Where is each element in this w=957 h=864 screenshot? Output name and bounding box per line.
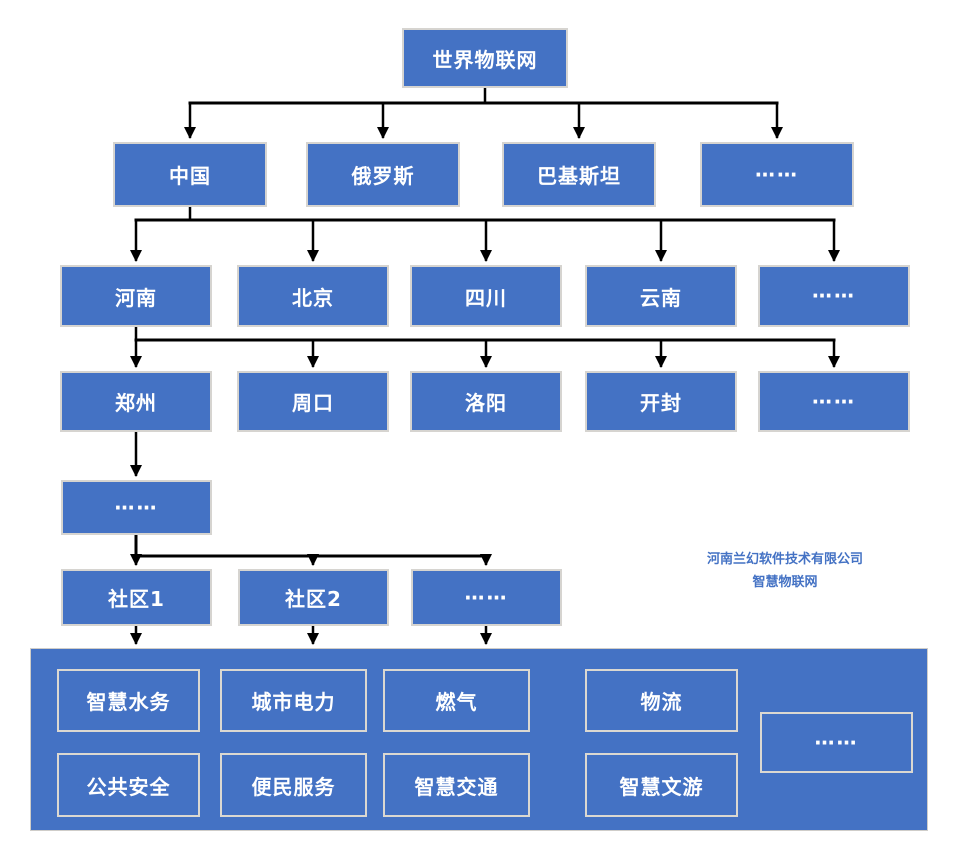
- node-province-sichuan: 四川: [410, 265, 562, 327]
- connector-china-to-provinces: [130, 206, 840, 262]
- service-public-safety-label: 公共安全: [86, 774, 171, 799]
- node-province-yunnan: 云南: [585, 265, 737, 327]
- node-country-pakistan: 巴基斯坦: [502, 142, 656, 207]
- node-country-pakistan-label: 巴基斯坦: [537, 164, 621, 188]
- connector-districts-to-communities: [130, 535, 492, 566]
- service-smart-traffic-label: 智慧交通: [414, 774, 499, 799]
- node-city-more: ……: [758, 371, 910, 432]
- service-smart-water: 智慧水务: [57, 669, 200, 732]
- service-city-power-label: 城市电力: [251, 690, 336, 714]
- service-logistics-label: 物流: [640, 690, 683, 714]
- node-province-beijing-label: 北京: [292, 285, 334, 310]
- node-city-zhengzhou-label: 郑州: [115, 391, 157, 415]
- node-city-luoyang-label: 洛阳: [465, 391, 507, 415]
- service-gas: 燃气: [383, 669, 530, 732]
- node-community-1: 社区1: [61, 569, 212, 626]
- node-world-iot: 世界物联网: [402, 28, 568, 88]
- service-more: ……: [760, 712, 913, 773]
- node-province-yunnan-label: 云南: [640, 285, 682, 310]
- node-city-more-label: ……: [812, 384, 856, 409]
- service-more-label: ……: [814, 725, 859, 750]
- node-province-beijing: 北京: [237, 265, 389, 327]
- watermark-product: 智慧物联网: [752, 575, 818, 591]
- service-logistics: 物流: [585, 669, 738, 732]
- node-city-kaifeng-label: 开封: [640, 391, 682, 415]
- node-community-1-label: 社区1: [108, 587, 165, 611]
- node-city-zhoukou: 周口: [237, 371, 389, 432]
- connector-communities-to-services: [130, 626, 492, 645]
- node-community-more-label: ……: [464, 580, 509, 605]
- node-province-more-label: ……: [812, 278, 856, 303]
- connector-root-to-countries: [184, 88, 783, 139]
- node-province-more: ……: [758, 265, 910, 327]
- node-country-more-label: ……: [755, 157, 799, 182]
- watermark: 河南兰幻软件技术有限公司 智慧物联网: [690, 548, 880, 595]
- node-country-russia: 俄罗斯: [306, 142, 460, 207]
- service-smart-traffic: 智慧交通: [383, 753, 530, 817]
- service-smart-water-label: 智慧水务: [86, 690, 171, 714]
- service-city-power: 城市电力: [220, 669, 367, 732]
- node-district-more: ……: [61, 480, 212, 535]
- node-city-luoyang: 洛阳: [410, 371, 562, 432]
- service-smart-tourism: 智慧文游: [585, 753, 738, 817]
- node-city-zhengzhou: 郑州: [60, 371, 212, 432]
- service-public-safety: 公共安全: [57, 753, 200, 817]
- node-country-russia-label: 俄罗斯: [351, 164, 415, 188]
- connector-henan-to-cities: [130, 327, 840, 368]
- service-convenience-label: 便民服务: [251, 774, 336, 799]
- node-world-iot-label: 世界物联网: [432, 47, 538, 72]
- node-province-henan: 河南: [60, 265, 212, 327]
- node-province-henan-label: 河南: [115, 285, 157, 310]
- node-city-zhoukou-label: 周口: [292, 391, 334, 415]
- node-city-kaifeng: 开封: [585, 371, 737, 432]
- node-country-more: ……: [700, 142, 854, 207]
- node-community-2-label: 社区2: [285, 587, 342, 611]
- service-smart-tourism-label: 智慧文游: [619, 774, 704, 799]
- node-district-more-label: ……: [114, 490, 159, 515]
- watermark-company: 河南兰幻软件技术有限公司: [706, 552, 863, 567]
- node-community-2: 社区2: [238, 569, 389, 626]
- service-convenience: 便民服务: [220, 753, 367, 817]
- node-community-more: ……: [411, 569, 562, 626]
- node-country-china-label: 中国: [169, 164, 211, 188]
- node-province-sichuan-label: 四川: [465, 285, 507, 310]
- service-gas-label: 燃气: [435, 690, 478, 714]
- node-country-china: 中国: [113, 142, 267, 207]
